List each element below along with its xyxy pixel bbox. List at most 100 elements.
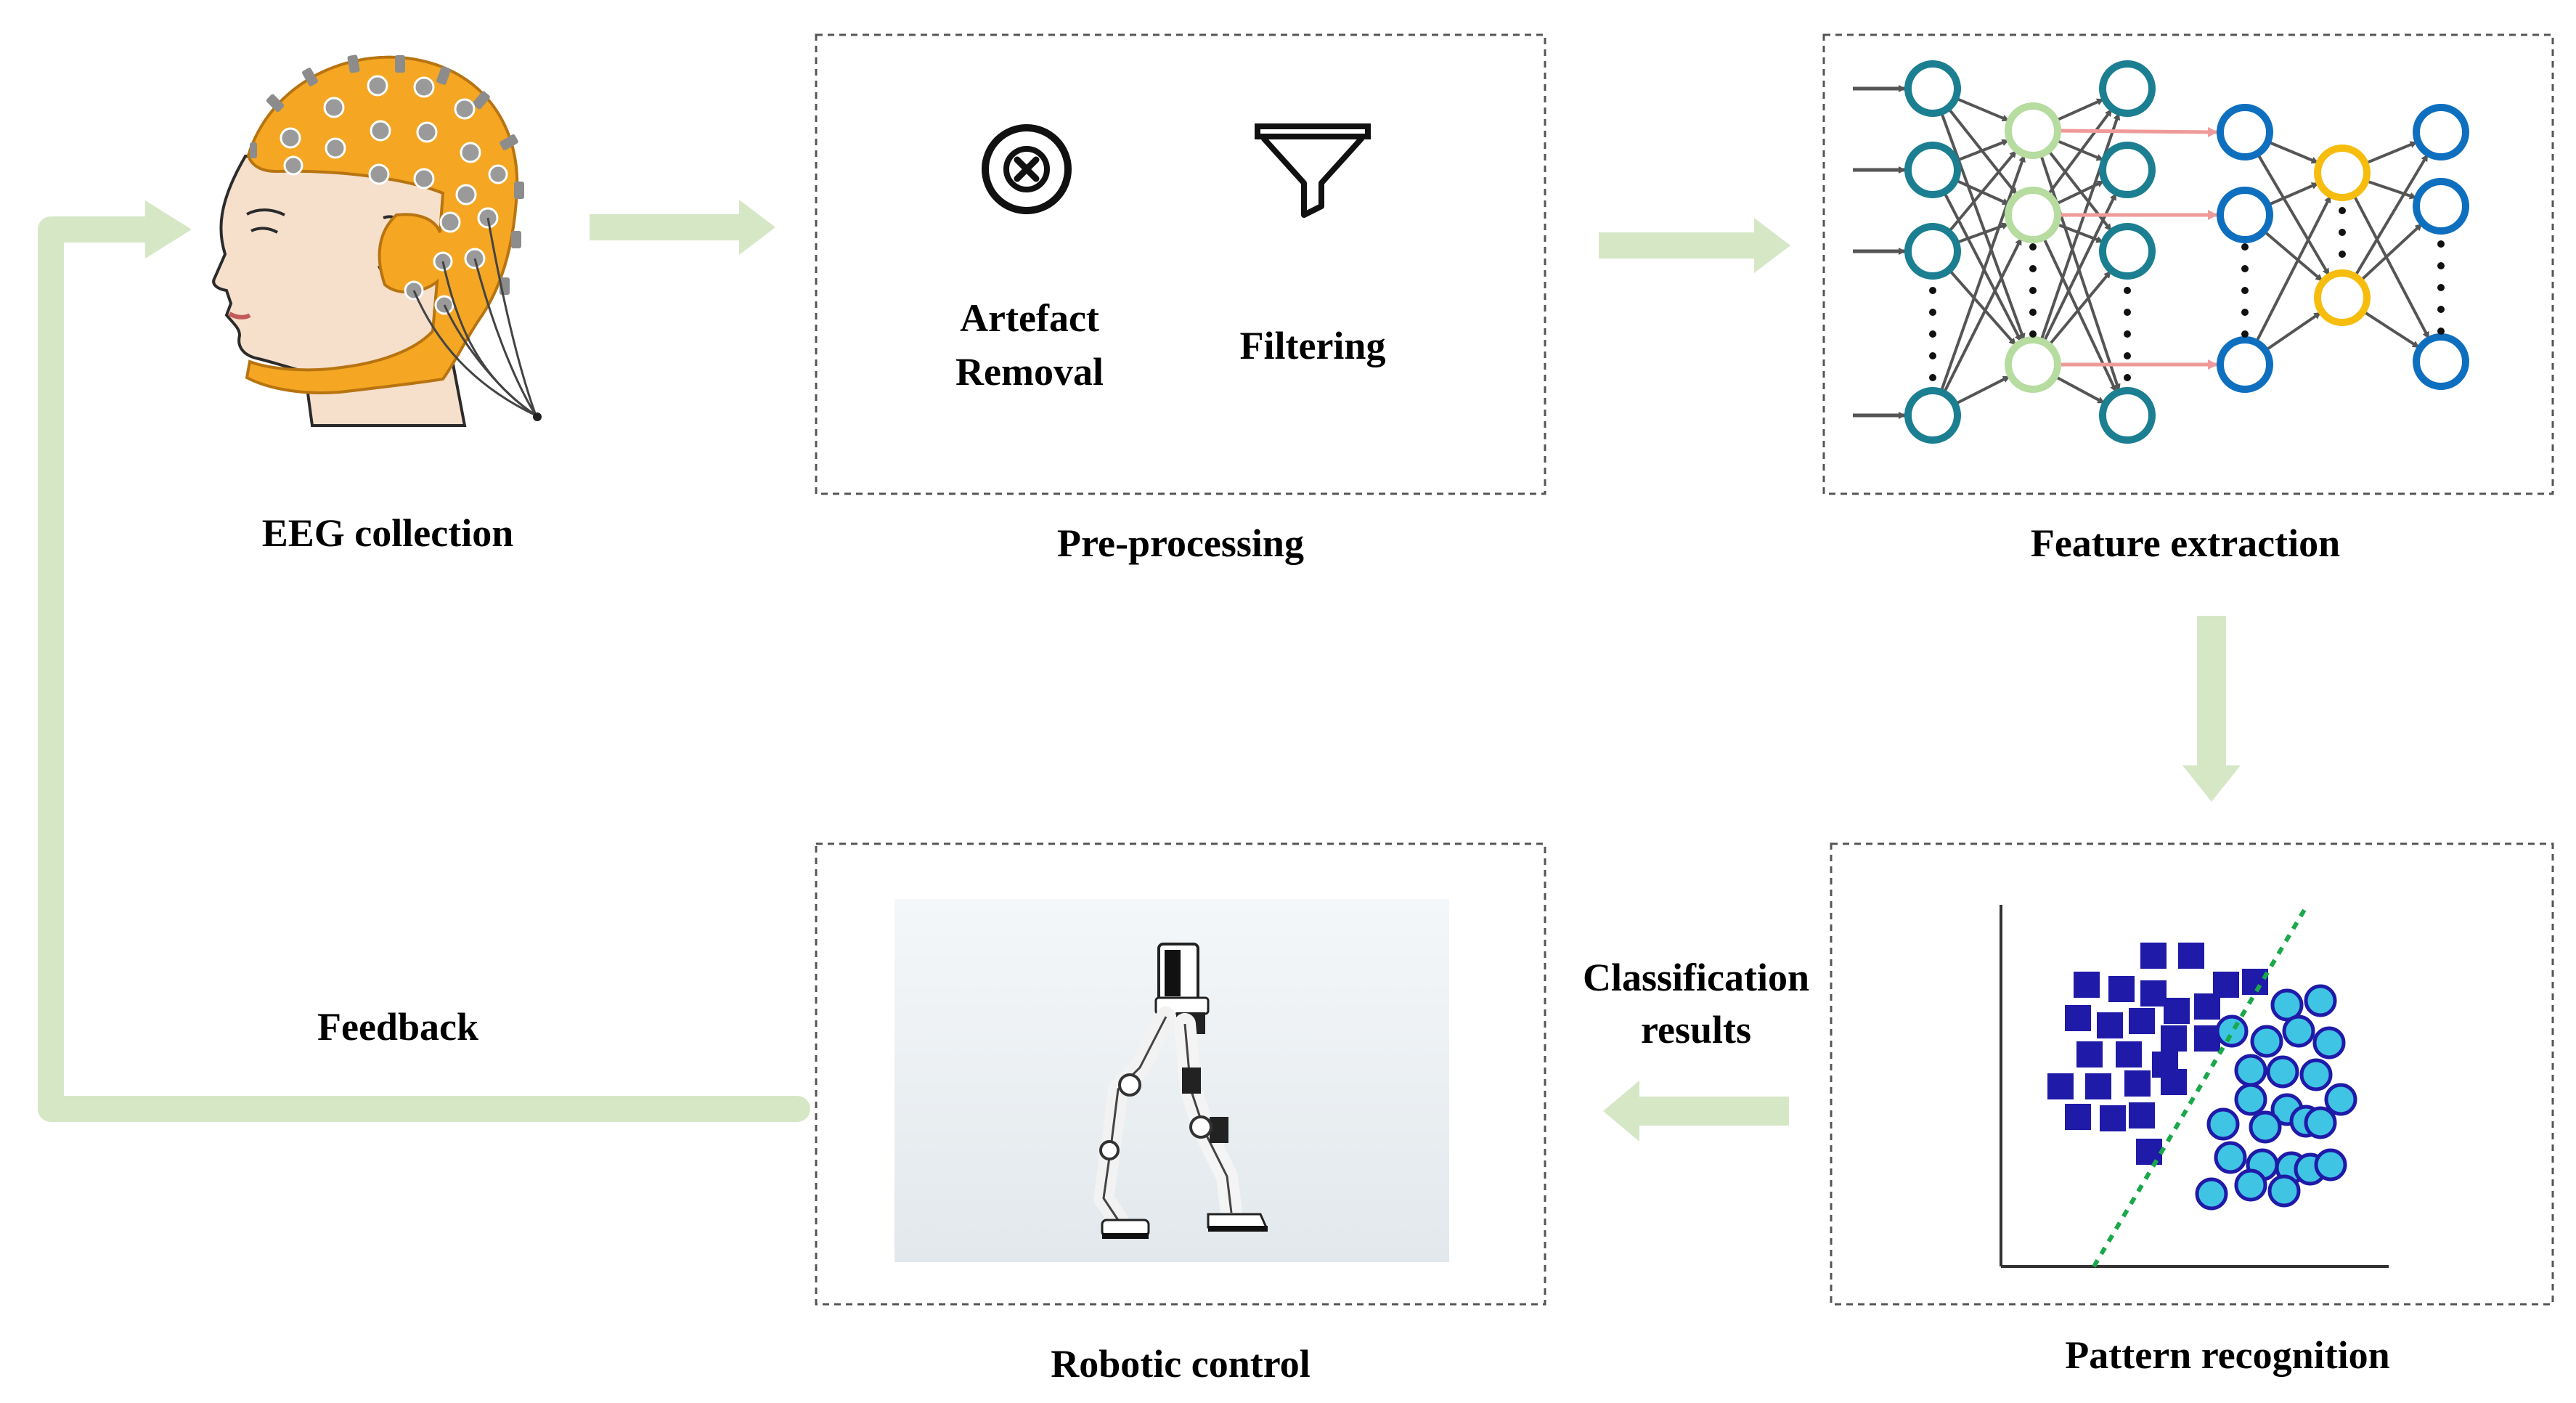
class-a-square	[2242, 969, 2268, 995]
exoskeleton-robot-photo	[894, 899, 1449, 1262]
nn-ellipsis-dot	[2437, 306, 2445, 313]
nn-ellipsis-dot	[2124, 374, 2131, 381]
class-a-square	[2116, 1041, 2142, 1068]
nn-node	[2217, 336, 2273, 393]
preprocessing-box	[815, 33, 1546, 495]
class-b-circle	[2195, 1177, 2228, 1211]
nn-node	[2099, 142, 2156, 198]
nn-node	[2217, 187, 2273, 243]
class-b-circle	[2270, 988, 2304, 1022]
nn-node	[1904, 142, 1961, 198]
nn-ellipsis-dot	[2339, 207, 2346, 214]
nn-edge	[2359, 222, 2423, 282]
nn-edge	[2267, 140, 2319, 164]
nn-ellipsis-dot	[2124, 352, 2131, 359]
nn-ellipsis-dot	[2241, 287, 2249, 294]
class-b-circle	[2267, 1174, 2301, 1208]
class-a-square	[2161, 1069, 2187, 1095]
nn-edge	[1955, 139, 2010, 163]
nn-edge	[2365, 179, 2417, 200]
filtering-funnel-icon: funnel-icon	[1255, 123, 1371, 218]
class-a-square	[2164, 998, 2190, 1024]
nn-ellipsis-dot	[2437, 240, 2445, 248]
nn-edge	[2364, 140, 2418, 165]
nn-ellipsis-dot	[1929, 287, 1936, 294]
class-a-square	[2065, 1005, 2091, 1031]
nn-ellipsis-dot	[2029, 309, 2037, 316]
eeg-head-illustration	[212, 54, 542, 427]
nn-edge	[2047, 270, 2112, 347]
class-a-square	[2065, 1104, 2091, 1130]
class-a-square	[2178, 943, 2204, 969]
nn-node	[2413, 333, 2469, 390]
nn-edge	[1947, 150, 2018, 234]
nn-ellipsis-dot	[1929, 309, 1936, 316]
nn-edge	[1939, 155, 2026, 393]
nn-node	[2005, 336, 2061, 393]
class-b-circle	[2234, 1083, 2267, 1116]
class-b-circle	[2324, 1083, 2357, 1116]
artefact-label-line2: Removal	[955, 350, 1104, 394]
class-a-square	[2136, 1139, 2162, 1165]
feedback-label: Feedback	[317, 1005, 478, 1049]
class-a-square	[2100, 1105, 2126, 1131]
class-b-circle	[2249, 1110, 2282, 1144]
nn-ellipsis-dot	[2339, 251, 2346, 258]
nn-ellipsis-dot	[2437, 262, 2445, 269]
neural-network-illustration	[1853, 60, 2469, 444]
class-a-square	[2140, 980, 2167, 1006]
class-a-square	[2085, 1073, 2111, 1099]
nn-ellipsis-dot	[2124, 309, 2131, 316]
eeg-collection-label: EEG collection	[262, 511, 513, 555]
class-a-square	[2074, 972, 2100, 998]
class-a-square	[2161, 1025, 2187, 1052]
nn-edge	[2039, 153, 2121, 391]
pattern-recognition-label: Pattern recognition	[2065, 1333, 2389, 1377]
class-b-circle	[2234, 1054, 2267, 1087]
nn-edge	[2039, 113, 2121, 342]
classification-results-line2: results	[1641, 1008, 1751, 1052]
nn-edge	[1948, 269, 2017, 346]
class-a-square	[2194, 993, 2220, 1020]
class-a-square	[2140, 943, 2167, 969]
nn-node	[2099, 60, 2156, 117]
flow-arrow-pattern-to-robotic	[1603, 1081, 1789, 1142]
artefact-label-line1: Artefact	[960, 296, 1099, 340]
class-b-circle	[2299, 1058, 2333, 1091]
class-a-square	[2124, 1070, 2151, 1097]
nn-ellipsis-dot	[2241, 330, 2249, 338]
feedback-loop-arrow	[38, 200, 810, 1122]
nn-ellipsis-dot	[1929, 374, 1936, 381]
class-b-circle	[2266, 1055, 2299, 1089]
artefact-removal-icon: close-circle-icon	[982, 124, 1072, 214]
pattern-recognition-box	[1830, 842, 2554, 1306]
nn-ellipsis-dot	[2437, 284, 2445, 291]
class-b-circle	[2312, 1026, 2346, 1060]
nn-node	[2099, 387, 2156, 444]
nn-ellipsis-dot	[2241, 309, 2249, 316]
nn-node	[2099, 223, 2156, 280]
nn-node	[2314, 145, 2371, 201]
nn-ellipsis-dot	[2029, 265, 2037, 272]
nn-edge	[2352, 194, 2431, 340]
nn-edge	[1942, 237, 2023, 394]
nn-edge	[2256, 152, 2331, 276]
nn-edge	[2054, 179, 2105, 206]
flow-arrow-feature-to-pattern	[2182, 616, 2241, 802]
nn-node	[2217, 104, 2273, 160]
nn-node	[2314, 269, 2371, 326]
nn-edge	[2055, 97, 2105, 122]
class-b-circle	[2215, 1014, 2249, 1048]
nn-edge	[2267, 182, 2319, 207]
nn-edge	[2055, 139, 2104, 162]
class-a-square	[2108, 976, 2135, 1002]
nn-node	[2005, 187, 2061, 243]
flow-arrow-eeg-to-preprocessing	[590, 200, 775, 255]
class-b-circle	[2250, 1025, 2283, 1058]
class-b-circle	[2234, 1168, 2267, 1202]
nn-node	[1904, 387, 1961, 444]
class-b-circle	[2304, 984, 2337, 1017]
nn-edge	[1954, 375, 2010, 406]
nn-edge	[2047, 149, 2113, 232]
